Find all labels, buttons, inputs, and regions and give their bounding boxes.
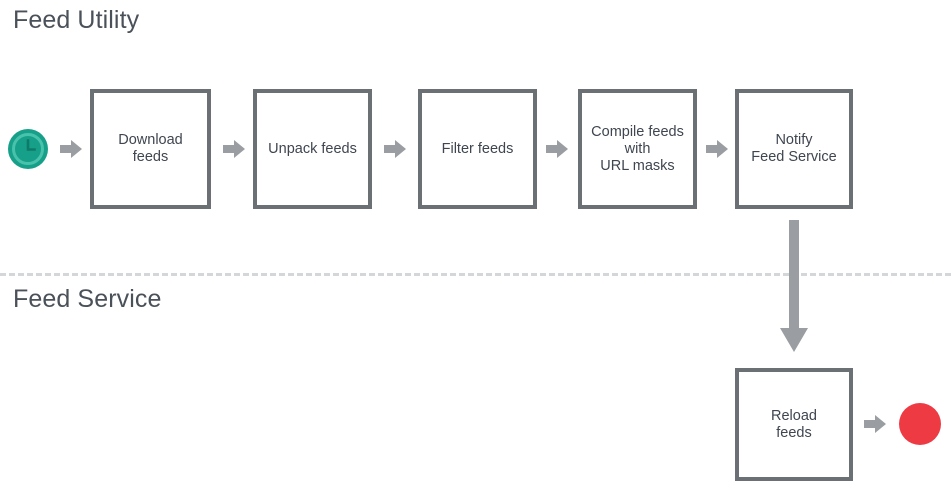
process-label: Notify Feed Service	[751, 132, 837, 165]
process-box-filter-feeds[interactable]: Filter feeds	[418, 89, 537, 209]
lane-title-feed-utility: Feed Utility	[13, 6, 140, 34]
process-box-unpack-feeds[interactable]: Unpack feeds	[253, 89, 372, 209]
clock-icon	[7, 128, 49, 170]
process-box-download-feeds[interactable]: Download feeds	[90, 89, 211, 209]
lane-title-feed-service: Feed Service	[13, 285, 162, 313]
process-box-reload-feeds[interactable]: Reload feeds	[735, 368, 853, 481]
process-label: Download feeds	[118, 132, 183, 165]
process-label: Compile feeds with URL masks	[591, 123, 684, 174]
lane-divider	[0, 273, 951, 276]
process-box-notify-feed-service[interactable]: Notify Feed Service	[735, 89, 853, 209]
arrow-compile-to-notify	[706, 138, 728, 160]
arrow-download-to-unpack	[223, 138, 245, 160]
arrow-unpack-to-filter	[384, 138, 406, 160]
process-label: Unpack feeds	[268, 140, 357, 157]
arrow-reload-to-end	[864, 413, 886, 435]
process-label: Reload feeds	[771, 407, 817, 441]
arrow-start-to-download	[60, 138, 82, 160]
filled-circle-icon	[899, 403, 941, 445]
process-box-compile-feeds[interactable]: Compile feeds with URL masks	[578, 89, 697, 209]
process-label: Filter feeds	[441, 140, 514, 157]
arrow-filter-to-compile	[546, 138, 568, 160]
arrow-notify-to-reload	[777, 220, 811, 352]
